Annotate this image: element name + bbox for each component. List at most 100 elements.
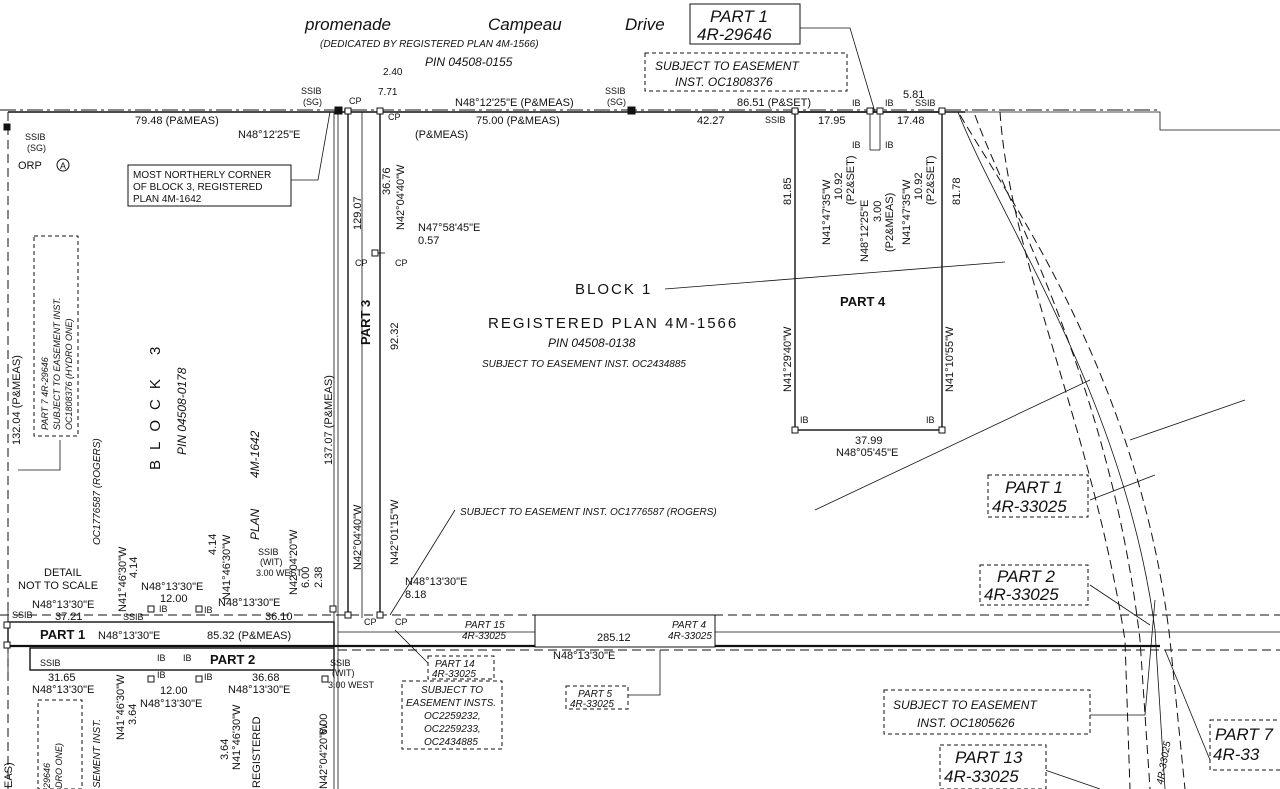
ib-monument	[147, 675, 155, 683]
part4-r-plan: 4R-33025	[668, 631, 712, 642]
ib-label: IB	[204, 672, 213, 682]
bearing-n41-4630-a: N41°46'30"W	[117, 546, 129, 612]
part2-r-box	[979, 564, 1089, 606]
ib-monument	[866, 107, 874, 115]
ib-label: IB	[159, 604, 168, 614]
dim-3-00: 3.00	[872, 201, 884, 222]
dim-137-07: 137.07 (P&MEAS)	[323, 375, 335, 465]
part13-box	[939, 744, 1047, 789]
vert-33025: 4R-33025	[1155, 740, 1174, 786]
ib-label: IB	[852, 140, 861, 150]
orp-circle	[56, 158, 70, 172]
dim-129-07: 129.07	[352, 196, 364, 230]
ib-label: IB	[157, 670, 166, 680]
most-northerly-3: PLAN 4M-1642	[133, 194, 202, 205]
dim-2-38: 2.38	[313, 567, 325, 588]
dim-31-65: 31.65	[48, 672, 76, 684]
leader-block1	[664, 261, 1006, 290]
leader-rogers-left	[389, 509, 456, 616]
pin-top: PIN 04508-0155	[425, 55, 513, 69]
part5-plan: 4R-33025	[570, 699, 614, 710]
ib-label: IB	[204, 605, 213, 615]
part4-outline	[794, 111, 943, 431]
leader-part7-left	[18, 440, 61, 471]
road-name-1: promenade	[304, 15, 391, 34]
part5-label: PART 5	[578, 689, 613, 700]
bearing-top-left: N48°12'25"E	[238, 129, 300, 141]
easement-top-1: SUBJECT TO EASEMENT	[655, 59, 800, 73]
leader-right-long	[1129, 399, 1246, 441]
dim-4-14-b: 4.14	[207, 534, 219, 555]
dim-12-00-b: 12.00	[160, 685, 188, 697]
wit-label: (WIT)	[260, 557, 283, 567]
part4-r-label: PART 4	[672, 620, 707, 631]
dim-17-48: 17.48	[897, 115, 925, 127]
part1-detail-label: PART 1	[40, 627, 85, 642]
bearing-n48-1225: N48°12'25"E	[859, 200, 871, 262]
ssib-monument	[3, 641, 11, 649]
p2set-a: (P2&SET)	[845, 155, 857, 205]
part14-box	[427, 655, 495, 680]
ib-monument	[791, 426, 799, 434]
top-right-jog	[965, 111, 1280, 131]
orp-a-label: A	[60, 161, 66, 171]
detail-nts: NOT TO SCALE	[18, 580, 98, 592]
cp-monument	[371, 249, 379, 257]
part15-label: PART 15	[465, 620, 505, 631]
ib-label: IB	[800, 415, 809, 425]
dim-10-92-b: 10.92	[913, 172, 925, 200]
cp-label: CP	[395, 617, 408, 627]
part7-r-label: PART 7	[1215, 725, 1273, 744]
dim-7-71: 7.71	[378, 87, 398, 98]
ssib-monument	[627, 106, 636, 115]
part2-r-plan: 4R-33025	[984, 585, 1059, 604]
cp-label: CP	[355, 258, 368, 268]
dim-132-04: 132.04 (P&MEAS)	[11, 355, 23, 445]
block3-pin: PIN 04508-0178	[175, 367, 189, 455]
dim-3-64-b: 3.64	[219, 739, 231, 760]
orp-label: ORP	[18, 160, 42, 172]
ib-monument	[791, 107, 799, 115]
bearing-n41-b: N41°47'35"W	[901, 179, 913, 245]
dim-75-00: 75.00 (P&MEAS)	[476, 115, 560, 127]
bearing-n48-bottom: N48°13'30"E	[553, 650, 615, 662]
cut-hydro: DRO ONE)	[54, 743, 64, 788]
bearing-n42-0115: N42°01'15"W	[389, 499, 401, 565]
ssib-monument	[321, 675, 329, 683]
curve-dashed-outer	[959, 114, 1186, 789]
leader-part14	[394, 629, 431, 666]
p2meas: (P2&MEAS)	[884, 193, 896, 252]
part7-r-plan: 4R-33	[1213, 745, 1260, 764]
leader-part2-r	[1089, 584, 1151, 626]
subj-insts-1: SUBJECT TO	[421, 685, 483, 696]
bearing-n42-0420-a: N42°04'20"W	[288, 529, 300, 595]
ib-label: IB	[852, 98, 861, 108]
block1-label: BLOCK 1	[575, 281, 652, 298]
dim-42-27: 42.27	[697, 115, 725, 127]
subj-insts-4: OC2259233,	[424, 724, 481, 735]
ssib-monument	[329, 605, 337, 613]
leader-rogers	[814, 379, 1091, 511]
part1-r-plan: 4R-33025	[992, 497, 1067, 516]
subj-insts-3: OC2259232,	[424, 711, 481, 722]
ssib-label: SSIB	[12, 610, 33, 620]
cut-eas: EAS)	[3, 762, 15, 788]
part14-plan: 4R-33025	[432, 669, 476, 680]
part1-top-plan: 4R-29646	[697, 25, 772, 44]
leader-1805626	[1090, 599, 1156, 716]
subj-insts-5: OC2434885	[424, 737, 478, 748]
cut-inst: SEMENT INST.	[92, 719, 103, 788]
part1-top-box	[689, 3, 801, 45]
dedicated-note: (DEDICATED BY REGISTERED PLAN 4M-1566)	[320, 39, 539, 50]
bearing-detail-6: N48°13'30"E	[140, 698, 202, 710]
dim-36-76: 36.76	[381, 167, 393, 195]
pin-0138: PIN 04508-0138	[548, 336, 636, 350]
cp-monument	[376, 107, 384, 115]
part14-label: PART 14	[435, 659, 475, 670]
ssib-monument	[334, 106, 343, 115]
ssib-label: SSIB	[301, 86, 322, 96]
ssib-label: SSIB	[25, 132, 46, 142]
part7-r-box	[1209, 719, 1280, 771]
curve-dashed-inner	[974, 114, 1151, 789]
